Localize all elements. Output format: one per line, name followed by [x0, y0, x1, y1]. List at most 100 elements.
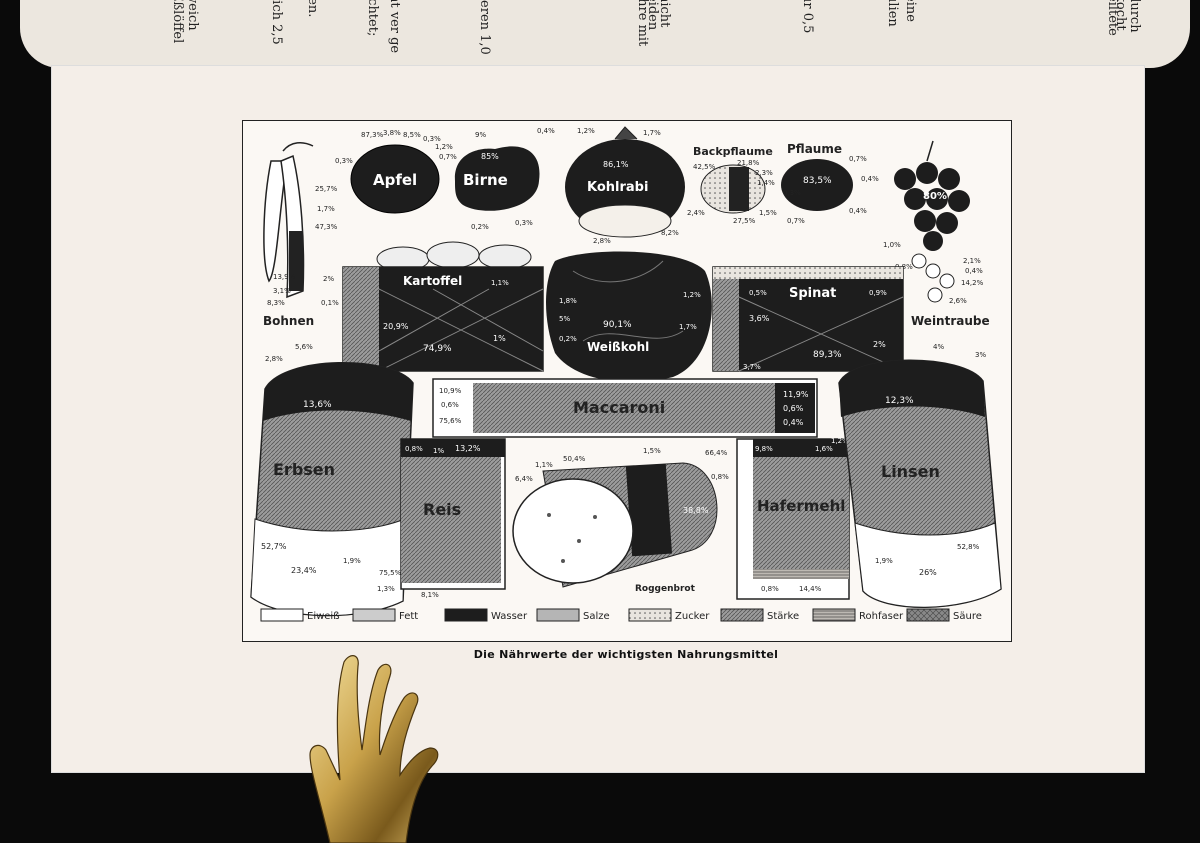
hafermehl-label: 1,2% — [831, 437, 849, 445]
birne-label: 0,4% — [537, 127, 555, 135]
maccaroni-label: 0,6% — [783, 404, 804, 413]
backpflaume-label: 2,4% — [687, 209, 705, 217]
maccaroni-food: Maccaroni 10,9% 0,6% 75,6% 11,9% 0,6% 0,… — [432, 378, 818, 438]
weintraube-label: 0,4% — [965, 267, 983, 275]
page-fragment: eiden — [645, 0, 660, 31]
bohnen-name: Bohnen — [263, 314, 314, 328]
roggenbrot-label: 50,4% — [563, 455, 586, 463]
spinat-label: 0,9% — [869, 289, 887, 297]
reis-label: 8,1% — [421, 591, 439, 599]
backpflaume-label: 27,5% — [733, 217, 756, 225]
weintraube-label: 2,1% — [963, 257, 981, 265]
page-fragment: ür 0,5 — [800, 0, 815, 34]
erbsen-label: 13,6% — [303, 400, 332, 410]
spinat-label: 0,5% — [749, 289, 767, 297]
roggenbrot-food: 38,8% 50,4% 1,1% 6,4% 1,5% Roggenbrot — [512, 447, 718, 594]
weisskohl-name: Weißkohl — [587, 340, 649, 354]
weintraube-label: 80% — [923, 191, 947, 202]
linsen-food: 12,3% Linsen 4% 3% 52,8% 1,9% 26% — [838, 343, 1002, 608]
kartoffel-label: 1,1% — [491, 279, 509, 287]
kartoffel-label: 74,9% — [423, 344, 452, 354]
weisskohl-label: 0,2% — [559, 335, 577, 343]
bohnen-label: 25,7% — [315, 185, 338, 193]
roggenbrot-label: 6,4% — [515, 475, 533, 483]
hafermehl-label: 1,6% — [815, 445, 833, 453]
roggenbrot-name: Roggenbrot — [635, 584, 696, 594]
reis-label: 13,2% — [455, 444, 481, 453]
apfel-label: 87,3% — [361, 131, 384, 139]
kartoffel-label: 1% — [493, 334, 506, 343]
spinat-name: Spinat — [789, 286, 836, 301]
figure-caption: Die Nährwerte der wichtigsten Nahrungsmi… — [473, 648, 779, 661]
kohlrabi-label: 86,1% — [603, 160, 629, 169]
roggenbrot-label: 38,8% — [683, 506, 709, 515]
apfel-label: 0,3% — [335, 157, 353, 165]
maccaroni-label: 11,9% — [783, 390, 809, 399]
reis-food: 0,8% 1% 13,2% Reis 75,5% 1,3% 8,1% — [377, 438, 506, 599]
legend-label: Fett — [399, 611, 418, 622]
backpflaume-label: 1,5% — [759, 209, 777, 217]
page-fragment: weich — [185, 0, 200, 31]
erbsen-label: 5,6% — [295, 343, 313, 351]
reis-label: 75,5% — [379, 569, 402, 577]
page-fragment: eine — [903, 0, 918, 22]
pflaume-label: 0,4% — [849, 207, 867, 215]
backpflaume-label: 2,3% — [755, 169, 773, 177]
weisskohl-label: 1,7% — [679, 323, 697, 331]
apfel-food: Apfel 87,3% 3,8% 8,5% 0,3% 0,3% 1,2% 0,7… — [335, 129, 457, 214]
reis-name: Reis — [423, 500, 461, 519]
birne-label: 0,2% — [471, 223, 489, 231]
spinat-label: 2% — [873, 340, 886, 349]
weisskohl-label: 1,2% — [683, 291, 701, 299]
apfel-label: 0,3% — [423, 135, 441, 143]
apfel-label: 1,2% — [435, 143, 453, 151]
nutrition-illustration: 25,7% 1,7% 47,3% 13,9% 3,1% 8,3% Bohnen … — [242, 120, 1012, 642]
linsen-label: 12,3% — [885, 396, 914, 406]
maccaroni-label: 10,9% — [439, 387, 462, 395]
weintraube-label: 2,6% — [949, 297, 967, 305]
maccaroni-label: 0,6% — [441, 401, 459, 409]
erbsen-label: 2,8% — [265, 355, 283, 363]
page-fragment: kocht — [1113, 0, 1128, 31]
kartoffel-label: 2% — [323, 275, 334, 283]
legend-label: Rohfaser — [859, 611, 904, 622]
hafermehl-food: 9,8% 1,6% 1,2% Hafermehl 66,4% 0,8% 0,8%… — [705, 437, 850, 600]
pflaume-label: 0,7% — [787, 217, 805, 225]
linsen-label: 4% — [933, 343, 944, 351]
hafermehl-label: 9,8% — [755, 445, 773, 453]
legend-label: Stärke — [767, 611, 799, 622]
weintraube-name: Weintraube — [911, 314, 990, 328]
backpflaume-label: 21,8% — [737, 159, 760, 167]
birne-label: 9% — [475, 131, 486, 139]
linsen-name: Linsen — [881, 462, 940, 481]
weintraube-label: 1,0% — [883, 241, 901, 249]
weisskohl-label: 1,8% — [559, 297, 577, 305]
apfel-name: Apfel — [373, 171, 417, 189]
reis-label: 1% — [433, 447, 444, 455]
page-fragment: durch — [1127, 0, 1142, 33]
spinat-label: 3,7% — [743, 363, 761, 371]
maccaroni-name: Maccaroni — [573, 398, 665, 417]
kohlrabi-name: Kohlrabi — [587, 180, 648, 195]
reis-label: 1,3% — [377, 585, 395, 593]
kartoffel-name: Kartoffel — [403, 274, 462, 288]
weintraube-food: 80% 1,0% 0,8% 2,1% 0,4% 14,2% 2,6% Weint… — [883, 140, 990, 328]
erbsen-food: 13,6% Erbsen 5,6% 2,8% 52,7% 1,9% 23,4% — [250, 343, 414, 617]
kohlrabi-label: 8,2% — [661, 229, 679, 237]
apfel-label: 3,8% — [383, 129, 401, 137]
page-fragment: Eßlöffel — [170, 0, 185, 44]
pflaume-label: 0,4% — [861, 175, 879, 183]
apfel-label: 0,7% — [439, 153, 457, 161]
spinat-label: 3,6% — [749, 314, 770, 323]
bohnen-label: 13,9% — [273, 273, 296, 281]
page-fragment: ulien — [885, 0, 900, 27]
pflaume-name: Pflaume — [787, 142, 842, 156]
linsen-label: 3% — [975, 351, 986, 359]
legend-label: Eiweiß — [307, 611, 340, 622]
backpflaume-label: 1,4% — [757, 179, 775, 187]
bohnen-label: 8,3% — [267, 299, 285, 307]
bohnen-label: 47,3% — [315, 223, 338, 231]
illustration-svg: 25,7% 1,7% 47,3% 13,9% 3,1% 8,3% Bohnen … — [250, 126, 1002, 622]
bohnen-label: 3,1% — [273, 287, 291, 295]
